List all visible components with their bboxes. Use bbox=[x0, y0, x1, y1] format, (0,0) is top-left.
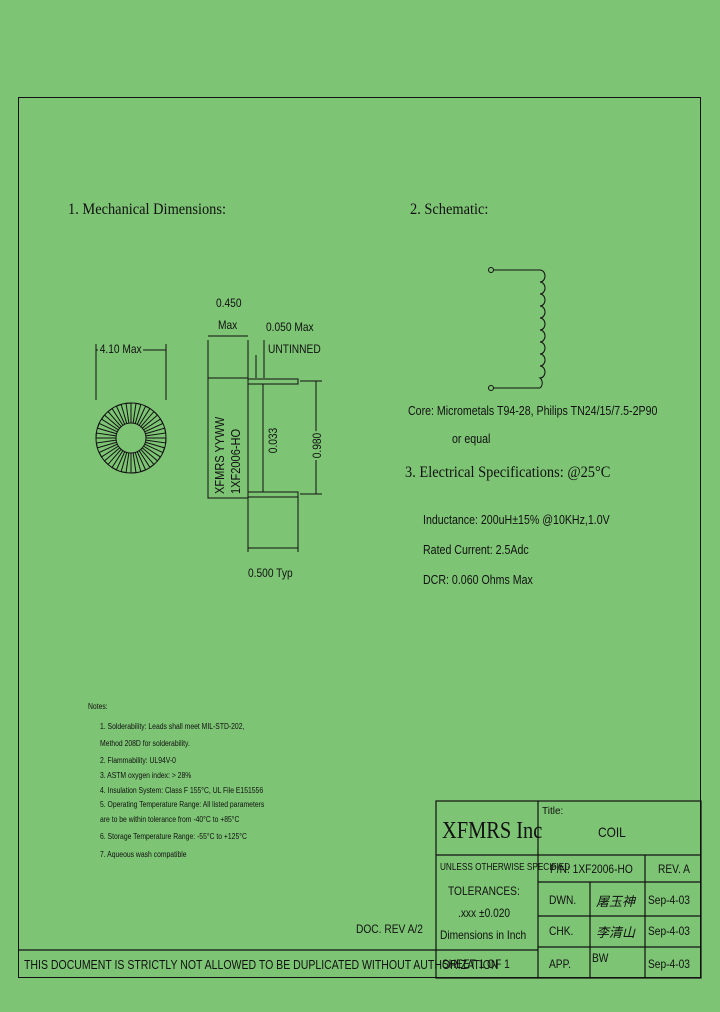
toroid-winding-turn bbox=[98, 443, 119, 458]
revision: REV. A bbox=[658, 862, 690, 876]
marking-line1: XFMRS YYWW bbox=[212, 416, 227, 494]
note-item: are to be within tolerance from -40°C to… bbox=[100, 815, 240, 824]
toroid-winding-turn bbox=[145, 427, 167, 437]
toroid-winding-turn bbox=[134, 451, 147, 473]
toroid-winding-turn bbox=[145, 437, 167, 444]
note-item: 3. ASTM oxygen index: > 28% bbox=[100, 771, 192, 780]
marking-line2: 1XF2006-HO bbox=[228, 428, 243, 494]
toroid-winding-turn bbox=[140, 410, 159, 429]
toroid-winding-turn bbox=[125, 402, 132, 424]
title-block-lines bbox=[18, 800, 702, 979]
width-max-label: Max bbox=[218, 318, 238, 332]
chk-date: Sep-4-03 bbox=[648, 924, 690, 938]
app-name: BW bbox=[592, 951, 609, 965]
part-number: P/N: 1XF2006-HO bbox=[550, 862, 633, 876]
drawing-title: COIL bbox=[598, 824, 626, 840]
tolerances-label: TOLERANCES: bbox=[448, 884, 520, 898]
toroid-winding-turn bbox=[96, 422, 118, 435]
toroid-top-view bbox=[95, 344, 167, 474]
unless-specified: UNLESS OTHERWISE SPECIFIED bbox=[440, 862, 571, 873]
toroid-winding-turn bbox=[138, 449, 155, 469]
core-line1: Core: Micrometals T94-28, Philips TN24/1… bbox=[408, 404, 658, 418]
chk-signature: 李清山 bbox=[596, 925, 636, 940]
toroid-winding-turn bbox=[107, 407, 124, 427]
dwn-signature: 屠玉神 bbox=[596, 894, 636, 909]
toroid-winding-turn bbox=[95, 439, 117, 449]
doc-revision: DOC. REV A/2 bbox=[356, 922, 423, 936]
dwn-label: DWN. bbox=[549, 893, 577, 907]
note-item: 5. Operating Temperature Range: All list… bbox=[100, 800, 265, 809]
spacing-dimension-label: 0.500 Typ bbox=[248, 566, 293, 580]
spec-rated-current: Rated Current: 2.5Adc bbox=[423, 543, 529, 557]
tolerance-value: .xxx ±0.020 bbox=[458, 906, 511, 920]
company-name: XFMRS Inc bbox=[442, 818, 543, 844]
untinned-label: UNTINNED bbox=[268, 342, 321, 356]
note-item: 2. Flammability: UL94V-0 bbox=[100, 756, 176, 765]
toroid-winding-turn bbox=[144, 441, 166, 454]
toroid-winding-turn bbox=[115, 403, 128, 425]
drawing-frame bbox=[18, 97, 701, 978]
core-line2: or equal bbox=[452, 432, 491, 446]
toroid-winding-turn bbox=[136, 405, 151, 426]
toroid-winding-turn bbox=[130, 452, 137, 474]
schematic-heading: 2. Schematic: bbox=[410, 201, 489, 218]
width-dimension-label: 0.450 bbox=[216, 296, 242, 310]
chk-label: CHK. bbox=[549, 924, 574, 938]
title-label: Title: bbox=[542, 806, 564, 817]
toroid-winding-turn bbox=[100, 414, 120, 431]
toroid-winding-turn bbox=[120, 452, 130, 474]
note-item: 1. Solderability: Leads shall meet MIL-S… bbox=[100, 722, 245, 731]
units-label: Dimensions in Inch bbox=[440, 928, 527, 942]
od-dimension-label: 4.10 Max bbox=[98, 342, 144, 356]
footer-notice: THIS DOCUMENT IS STRICTLY NOT ALLOWED TO… bbox=[24, 957, 499, 972]
sheet-number: SHEET 1 OF 1 bbox=[442, 957, 510, 971]
toroid-winding-turn bbox=[95, 432, 117, 439]
app-label: APP. bbox=[549, 957, 571, 971]
dwn-date: Sep-4-03 bbox=[648, 893, 690, 907]
note-item: 7. Aqueous wash compatible bbox=[100, 850, 187, 859]
toroid-winding-turn bbox=[111, 450, 126, 471]
schematic-winding bbox=[488, 267, 546, 391]
dim-033-label: 0.033 bbox=[266, 426, 280, 455]
mechanical-heading: 1. Mechanical Dimensions: bbox=[68, 201, 226, 218]
lead-dimension-label: 0.050 Max bbox=[266, 320, 314, 334]
toroid-winding-turn bbox=[142, 445, 162, 462]
electrical-heading: 3. Electrical Specifications: @25°C bbox=[405, 464, 611, 481]
toroid-winding-turn bbox=[143, 418, 164, 433]
spec-dcr: DCR: 0.060 Ohms Max bbox=[423, 573, 533, 587]
spec-inductance: Inductance: 200uH±15% @10KHz,1.0V bbox=[423, 513, 610, 527]
note-item: 4. Insulation System: Class F 155°C, UL … bbox=[100, 786, 264, 795]
toroid-winding-turn bbox=[103, 447, 122, 466]
app-date: Sep-4-03 bbox=[648, 957, 690, 971]
dim-980-label: 0.980 bbox=[310, 431, 324, 460]
note-item: Method 208D for solderability. bbox=[100, 739, 190, 748]
notes-title: Notes: bbox=[88, 702, 108, 711]
note-item: 6. Storage Temperature Range: -55°C to +… bbox=[100, 832, 247, 841]
toroid-winding-turn bbox=[132, 402, 142, 424]
